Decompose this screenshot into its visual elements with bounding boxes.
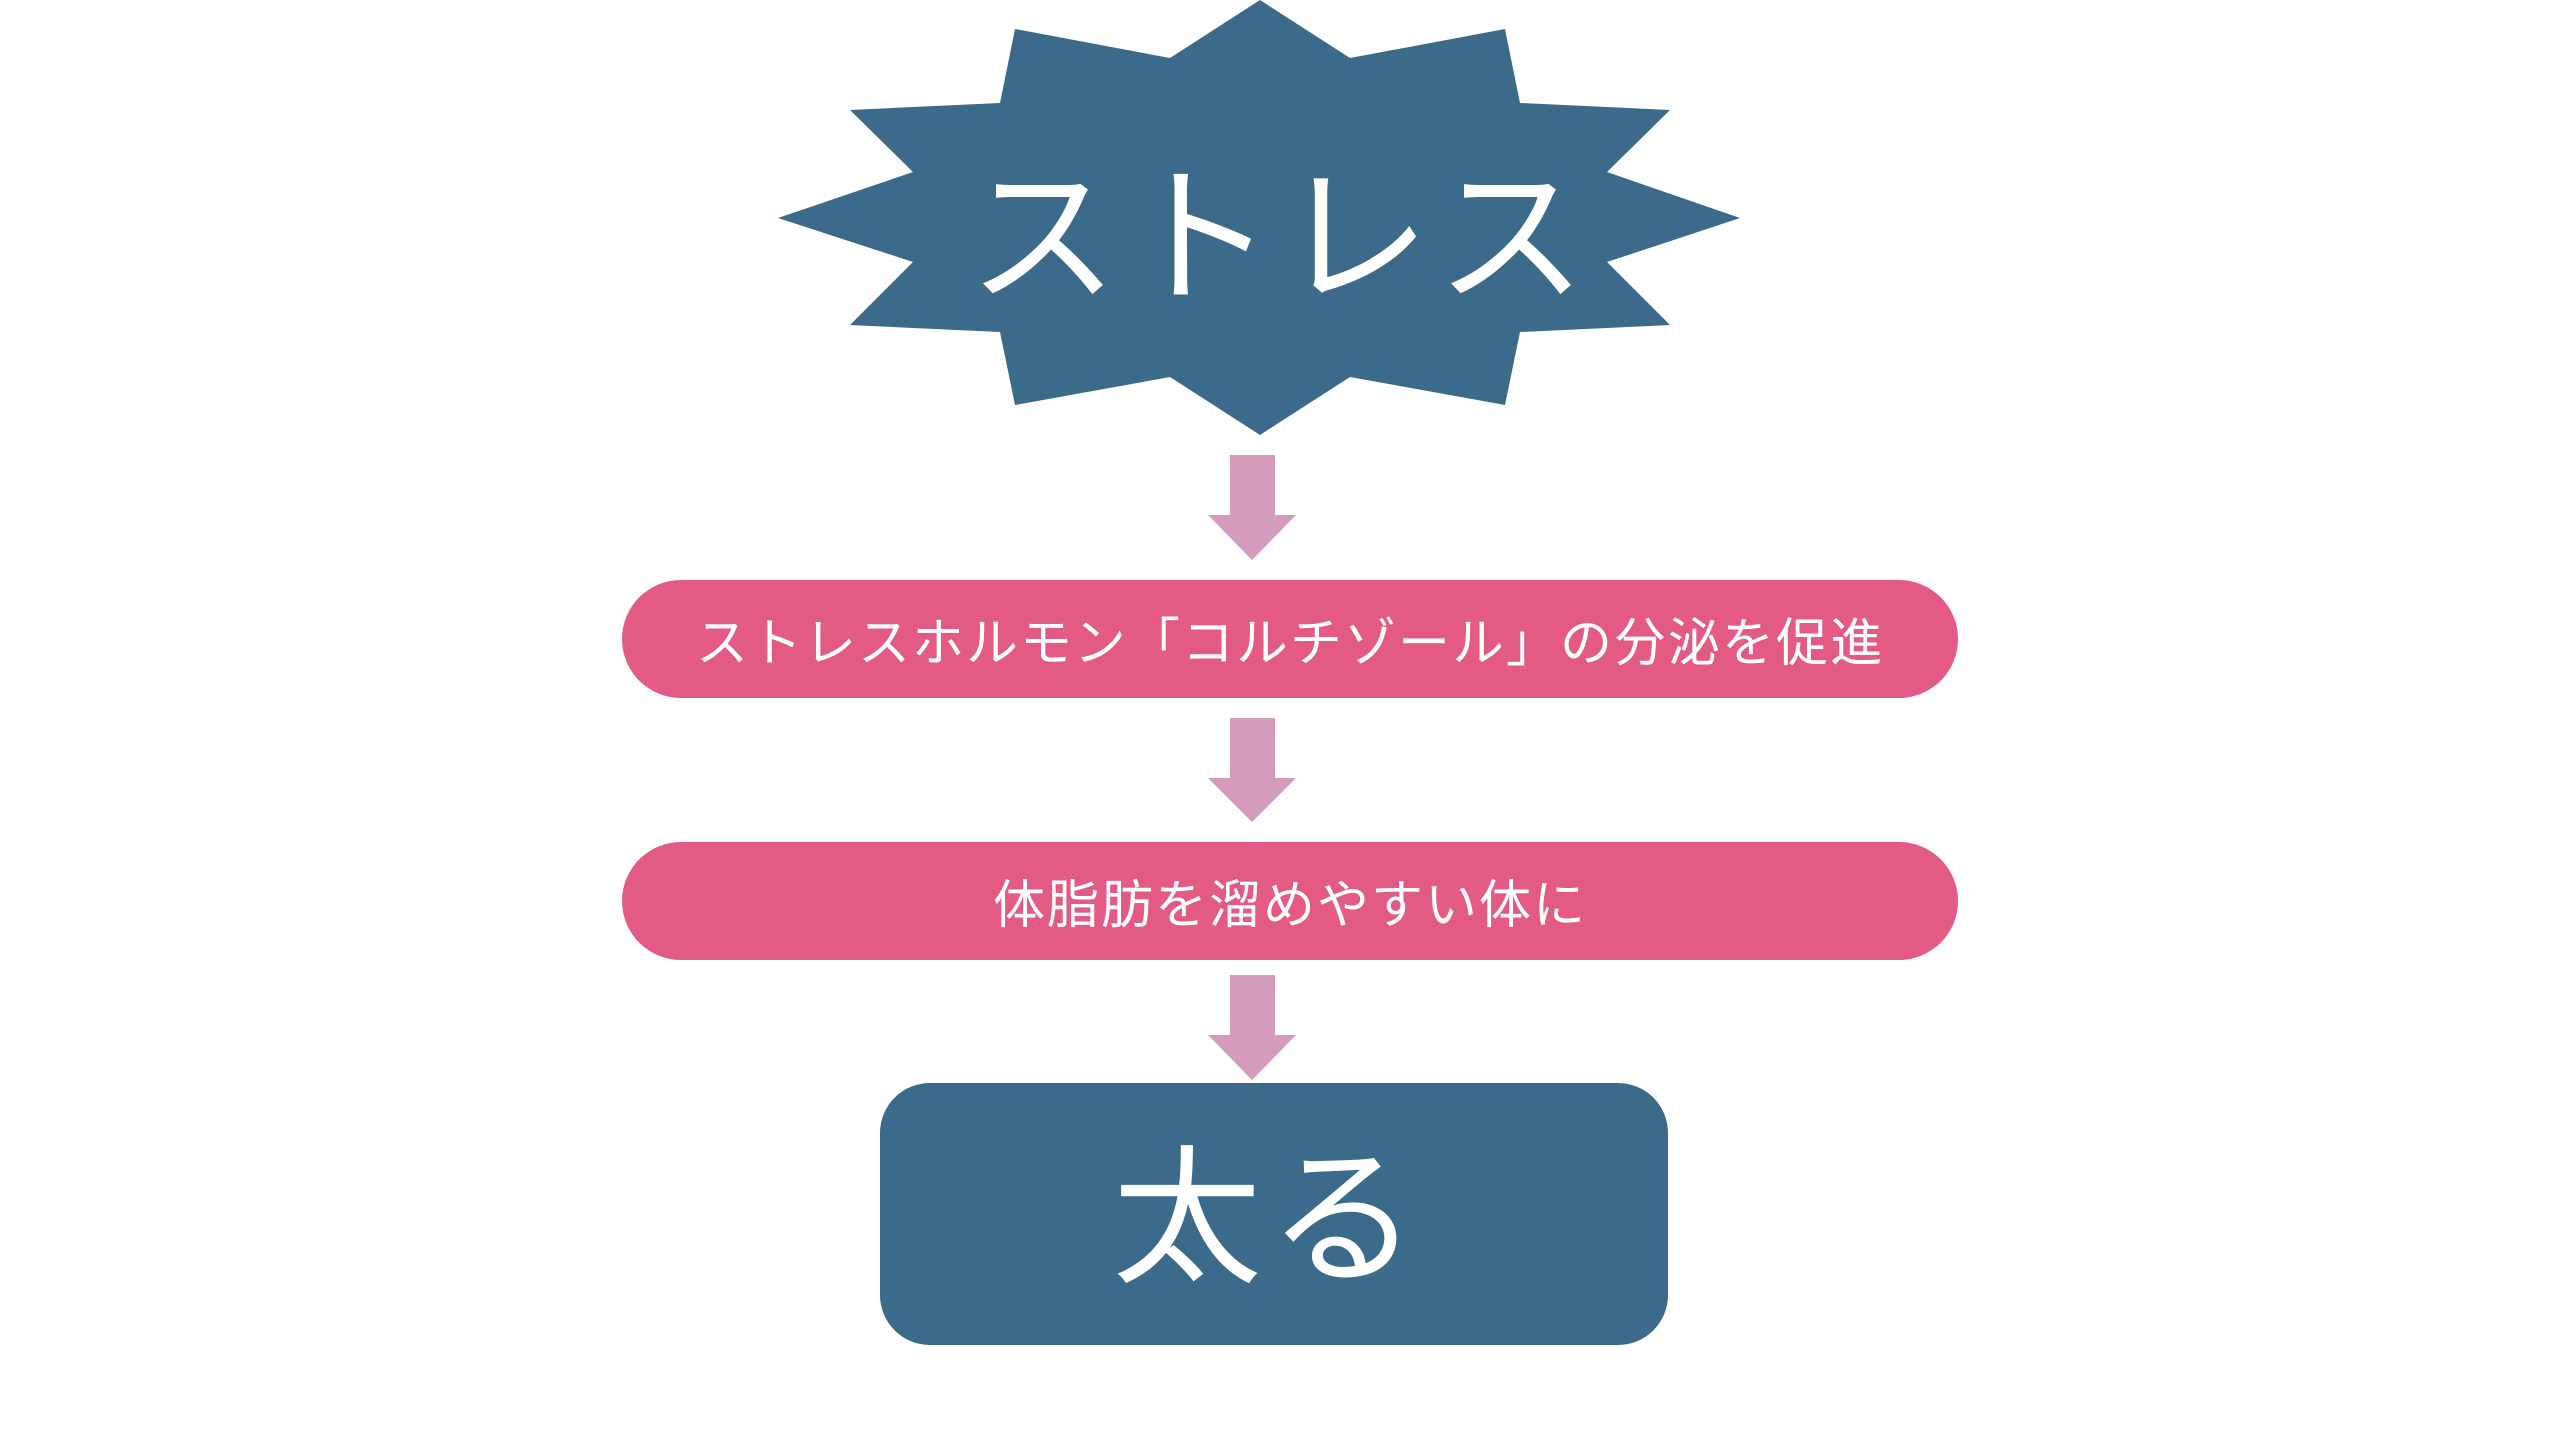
arrow-down-icon [1208,718,1296,822]
result-box-shape [880,1083,1668,1345]
step2-pill-shape [622,842,1958,960]
stress-label: ストレス [967,151,1592,326]
step1-pill-shape [622,580,1958,698]
stress-burst-shape [778,0,1740,435]
result-label: 太る [1111,1132,1424,1307]
arrow-down-icon [1208,975,1296,1080]
step2-label: 体脂肪を溜めやすい体に [992,875,1587,936]
step1-label: ストレスホルモン「コルチゾール」の分泌を促進 [695,613,1884,674]
arrow-down-icon [1208,455,1296,560]
